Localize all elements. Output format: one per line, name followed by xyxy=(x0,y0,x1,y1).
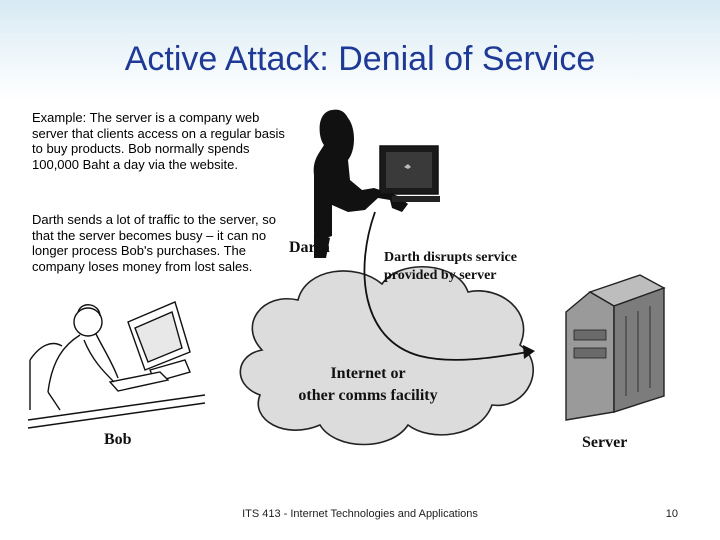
darth-figure xyxy=(313,109,440,258)
server-icon xyxy=(565,274,666,421)
disrupt-label-line2: provided by server xyxy=(384,268,497,283)
header-band xyxy=(0,0,720,100)
cloud-label-line1: Internet or xyxy=(330,365,405,382)
attack-paragraph: Darth sends a lot of traffic to the serv… xyxy=(32,212,276,274)
bob-label: Bob xyxy=(104,431,132,448)
internet-cloud xyxy=(239,266,534,446)
disrupt-label-line1: Darth disrupts service xyxy=(384,250,517,265)
arrow-head xyxy=(523,345,535,359)
cloud-label-line2: other comms facility xyxy=(298,387,437,404)
bob-figure xyxy=(27,301,206,429)
slide-title: Active Attack: Denial of Service xyxy=(124,40,596,78)
example-paragraph: Example: The server is a company web ser… xyxy=(32,110,285,172)
darth-label: Darth xyxy=(289,239,330,256)
page-number: 10 xyxy=(665,508,678,520)
attack-arrow xyxy=(363,211,529,361)
slide-footer: ITS 413 - Internet Technologies and Appl… xyxy=(242,508,478,520)
server-label: Server xyxy=(582,434,627,451)
